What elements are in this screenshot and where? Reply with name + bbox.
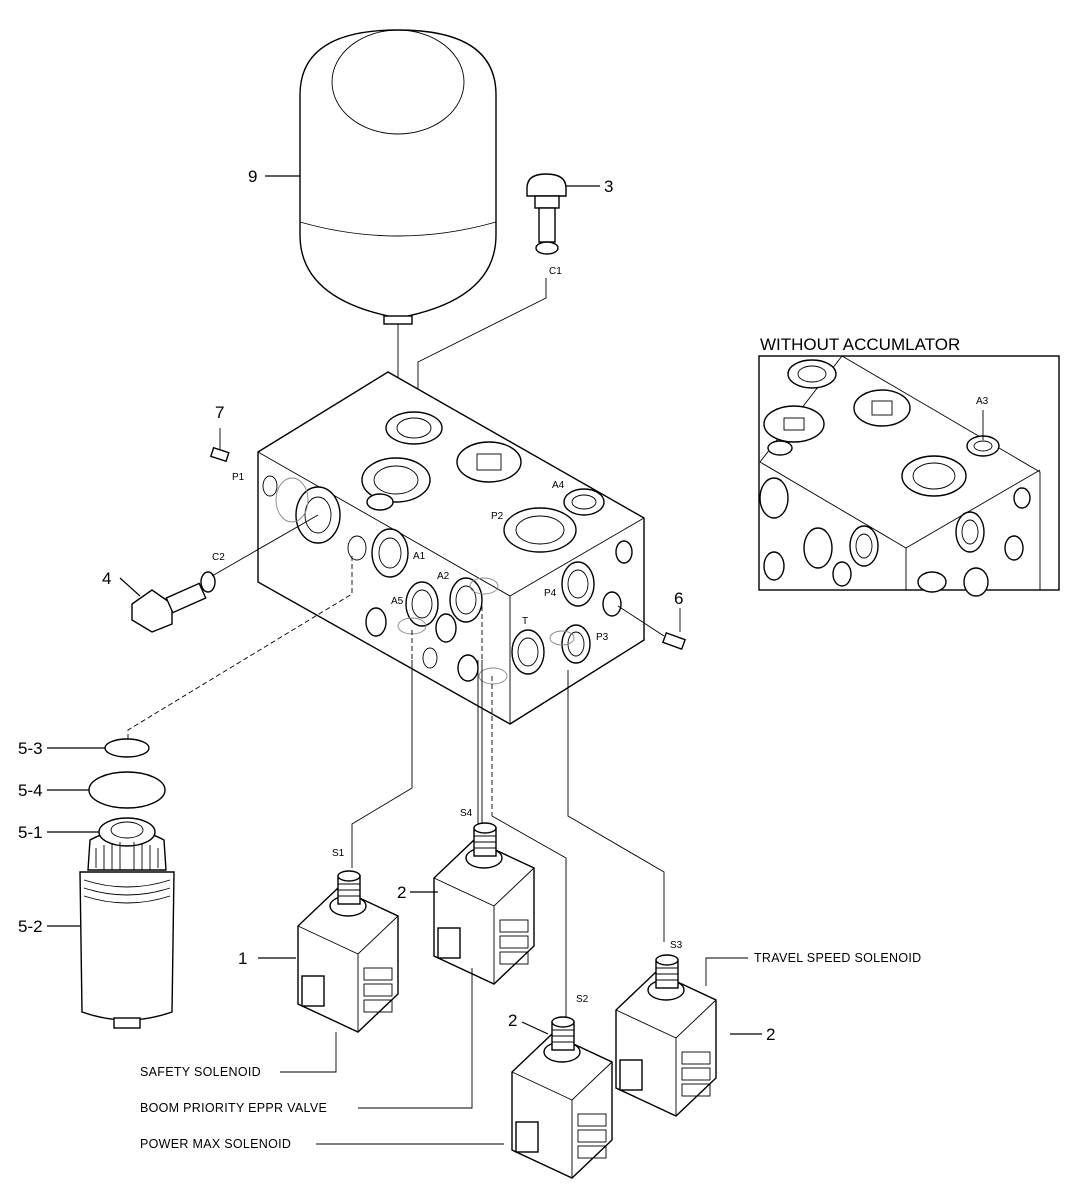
label-5-1: 5-1 — [18, 823, 43, 842]
port-p4: P4 — [544, 588, 557, 599]
leader-2b — [521, 1021, 549, 1035]
caption-power: POWER MAX SOLENOID — [140, 1137, 291, 1151]
port-t: T — [522, 616, 528, 627]
filter-oring-large — [88, 771, 166, 809]
label-2-power: 2 — [508, 1011, 517, 1030]
label-2-boom: 2 — [397, 883, 406, 902]
port-s4: S4 — [460, 808, 473, 819]
leader-travel — [705, 957, 748, 986]
port-s2: S2 — [576, 994, 589, 1005]
label-5-3: 5-3 — [18, 739, 43, 758]
port-p1: P1 — [232, 472, 245, 483]
label-7: 7 — [215, 403, 224, 422]
plug-6 — [617, 605, 687, 651]
filter-oring-small — [104, 738, 150, 758]
plug-c2 — [131, 514, 319, 633]
port-a4: A4 — [552, 480, 565, 491]
leader-safety — [280, 1032, 337, 1073]
power-max-solenoid — [511, 1016, 613, 1179]
leader-4 — [119, 577, 141, 597]
label-3: 3 — [604, 177, 613, 196]
port-s3: S3 — [670, 940, 683, 951]
leader-s3 — [567, 670, 665, 942]
port-a5: A5 — [391, 596, 404, 607]
port-a2: A2 — [437, 571, 450, 582]
plug-c1 — [526, 173, 567, 255]
inset-port-a3: A3 — [976, 396, 989, 407]
valve-block — [257, 371, 645, 725]
label-4: 4 — [102, 569, 111, 588]
caption-travel: TRAVEL SPEED SOLENOID — [754, 951, 921, 965]
safety-solenoid — [297, 870, 399, 1033]
port-p2: P2 — [491, 511, 504, 522]
inset-title: WITHOUT ACCUMLATOR — [760, 335, 960, 354]
port-s1: S1 — [332, 848, 345, 859]
port-c2: C2 — [212, 552, 225, 563]
boom-priority-eppr-valve — [433, 822, 535, 985]
label-6: 6 — [674, 589, 683, 608]
label-5-2: 5-2 — [18, 917, 43, 936]
accumulator — [299, 29, 497, 478]
inset-panel — [758, 355, 1060, 597]
port-c1: C1 — [549, 266, 562, 277]
leader-s1 — [351, 660, 413, 868]
port-a1: A1 — [413, 551, 426, 562]
port-p3: P3 — [596, 632, 609, 643]
filter-element — [79, 817, 175, 1029]
leader-filter — [127, 556, 353, 742]
travel-speed-solenoid — [615, 954, 717, 1117]
leader-s2 — [491, 815, 567, 1018]
label-9: 9 — [248, 167, 257, 186]
label-1: 1 — [238, 949, 247, 968]
label-5-4: 5-4 — [18, 781, 43, 800]
leader-boom — [358, 968, 473, 1109]
label-2-travel: 2 — [766, 1025, 775, 1044]
caption-boom: BOOM PRIORITY EPPR VALVE — [140, 1101, 327, 1115]
plug-7 — [209, 428, 230, 463]
caption-safety: SAFETY SOLENOID — [140, 1065, 261, 1079]
